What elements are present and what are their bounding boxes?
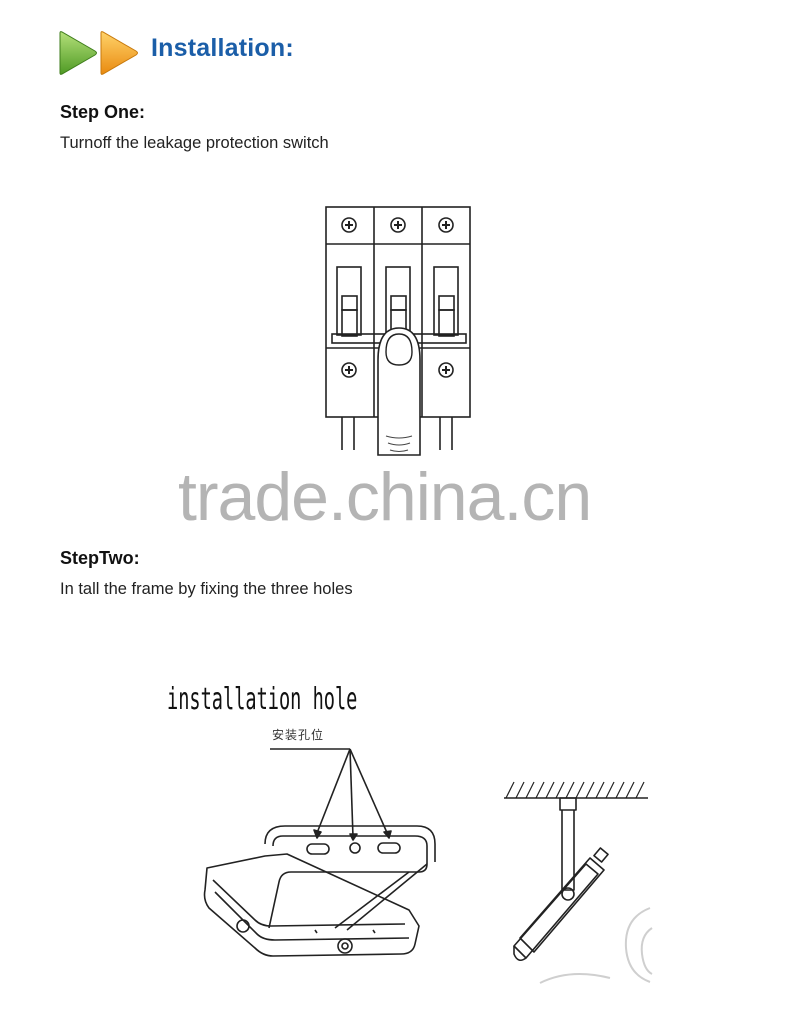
installation-hole-label: installation hole	[167, 682, 358, 717]
watermark: trade.china.cn	[178, 459, 592, 535]
step-one-text: Turnoff the leakage protection switch	[60, 134, 329, 152]
page-title: Installation:	[151, 34, 294, 62]
step-two-text: In tall the frame by fixing the three ho…	[60, 580, 353, 598]
breaker-switch-illustration	[325, 206, 471, 456]
step-one-heading: Step One:	[60, 102, 146, 122]
installation-hole-sublabel: 安装孔位	[272, 728, 325, 742]
double-play-arrow-icon	[59, 31, 138, 75]
flood-light-frame-illustration	[203, 748, 436, 957]
step-two-heading: StepTwo:	[60, 548, 140, 568]
ceiling-mount-side-view-illustration	[504, 781, 653, 984]
